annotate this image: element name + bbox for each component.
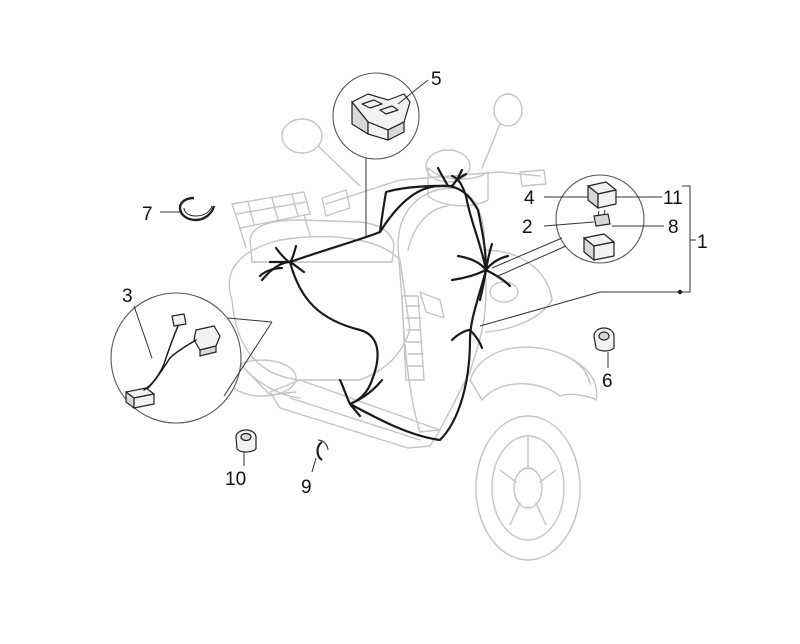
sub-harness-callout: 3 <box>110 286 273 424</box>
seat-outline <box>249 219 395 263</box>
fuse-box-callout: 4 11 2 8 <box>491 174 683 277</box>
rear-body-outline <box>228 235 411 381</box>
callout-4: 4 <box>524 188 535 209</box>
relay-callout: 5 <box>332 69 442 236</box>
callout-9: 9 <box>301 477 312 498</box>
clip-9-part: 9 <box>301 439 329 498</box>
fuse-cover-part <box>587 181 617 210</box>
callout-2: 2 <box>522 217 533 238</box>
rear-rack-outline <box>231 191 311 229</box>
callout-11: 11 <box>663 188 683 209</box>
grommet-10-part: 10 <box>225 429 257 490</box>
callout-5: 5 <box>431 69 442 90</box>
sub-harness-part <box>125 313 221 410</box>
relay-part <box>351 93 411 141</box>
front-wheel-outline <box>475 415 581 561</box>
front-fender-outline <box>469 346 598 401</box>
headlight-outline <box>425 149 471 183</box>
left-mirror-outline <box>281 118 323 154</box>
callout-8: 8 <box>668 217 679 238</box>
fuse-holder-part <box>583 233 615 262</box>
callout-6: 6 <box>602 371 613 392</box>
callout-7: 7 <box>142 204 153 225</box>
fuse-part <box>593 209 611 227</box>
right-mirror-outline <box>493 93 523 127</box>
callout-1: 1 <box>697 232 708 253</box>
legshield-outline <box>397 187 487 433</box>
assembly-bracket: 1 <box>479 185 708 327</box>
callout-3: 3 <box>122 286 133 307</box>
scooter-outline <box>227 93 598 561</box>
grommet-6-part: 6 <box>593 327 615 392</box>
clip-ring-part: 7 <box>142 196 216 225</box>
main-wiring-harness <box>258 166 512 442</box>
callout-10: 10 <box>225 469 246 490</box>
